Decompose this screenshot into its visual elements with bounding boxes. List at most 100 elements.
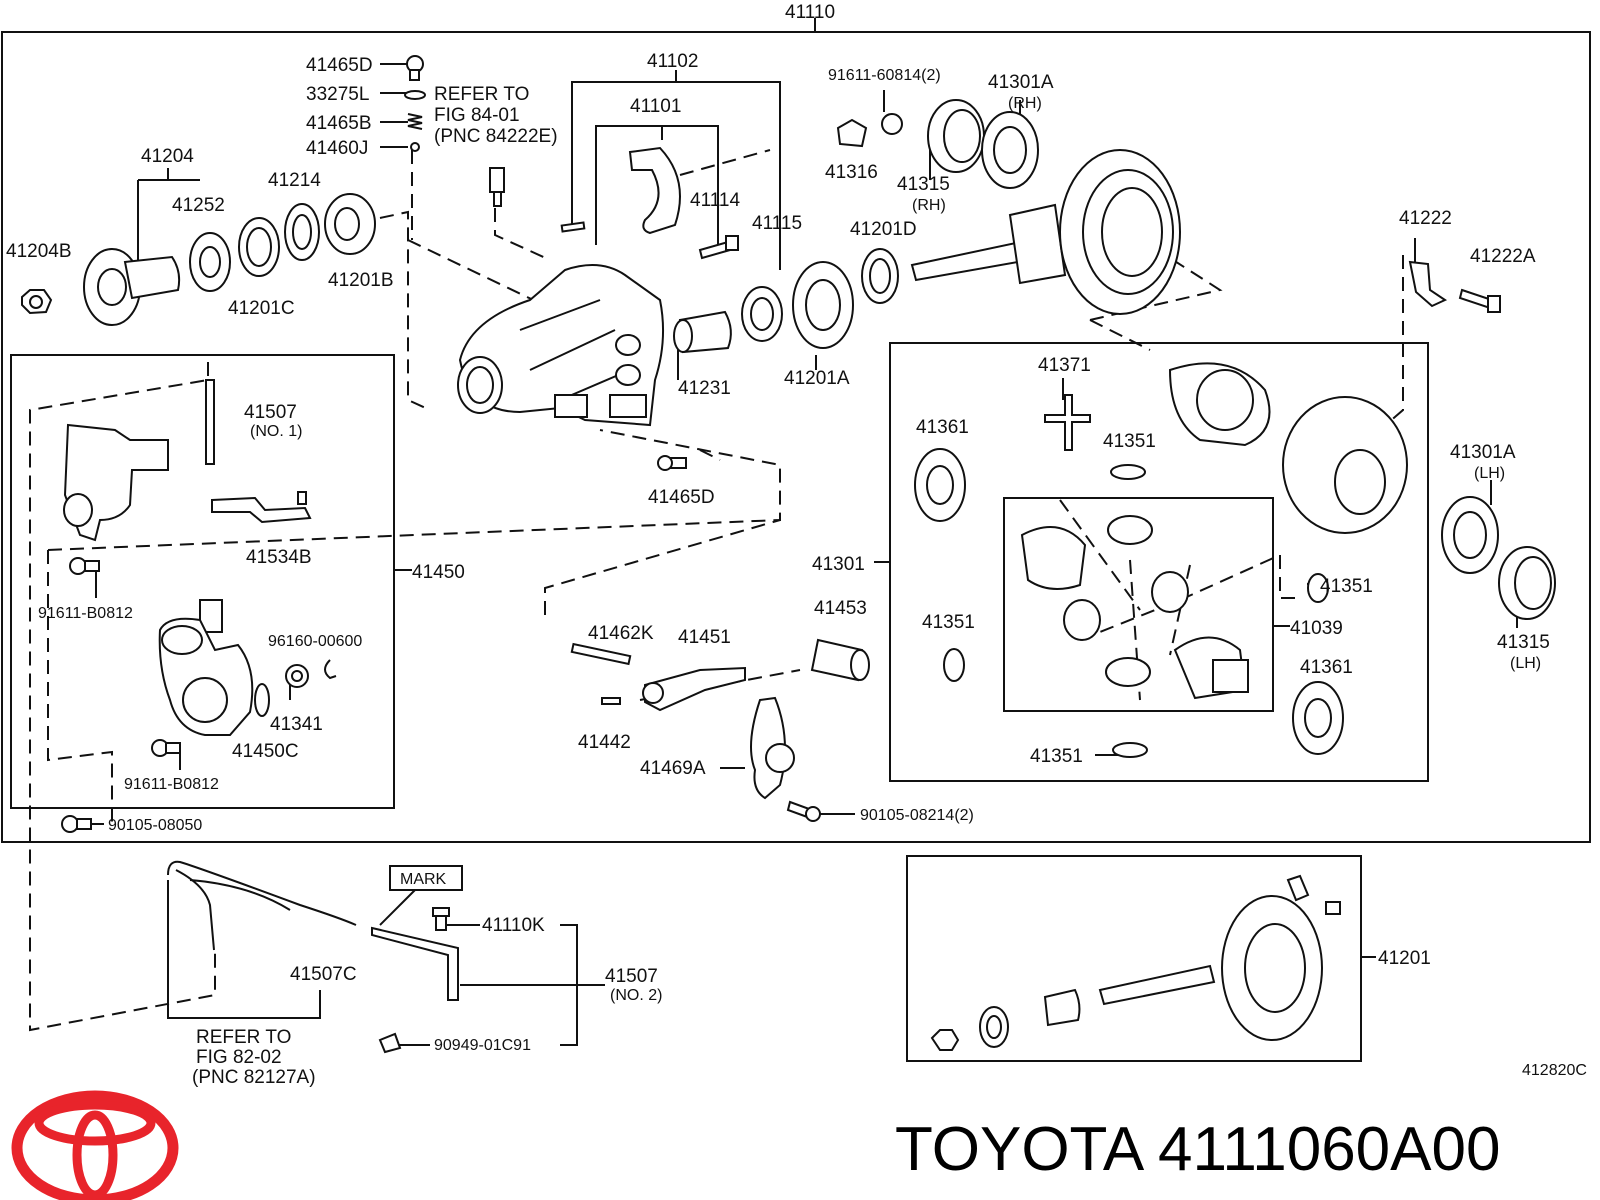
label-41102: 41102 <box>647 51 698 72</box>
label-41301A-lh: 41301A <box>1450 442 1516 463</box>
part-41451-fork <box>642 666 746 712</box>
label-41451: 41451 <box>678 627 731 648</box>
label-41315-lh: 41315 <box>1497 632 1550 653</box>
label-rh-a: (RH) <box>1008 95 1042 112</box>
part-41315-lh-cage <box>1498 546 1556 620</box>
label-41115: 41115 <box>752 213 802 234</box>
label-ref82-line1: REFER TO <box>196 1027 291 1048</box>
label-mark: MARK <box>400 871 447 888</box>
part-91611-60814-bolt <box>836 113 903 148</box>
part-96160-00600-clip <box>324 659 337 680</box>
part-41201B-bearing <box>324 193 376 255</box>
part-diff-case-half <box>1168 362 1271 447</box>
label-ref84-line2: FIG 84-01 <box>434 105 520 126</box>
part-41301A-rh-bearing <box>981 111 1039 189</box>
label-41462K: 41462K <box>588 623 654 644</box>
part-41442-pin <box>601 697 621 705</box>
label-41361-left: 41361 <box>916 417 969 438</box>
sub-assembly-frame-41039 <box>1003 497 1274 712</box>
part-41201C-ring <box>238 217 280 277</box>
label-41361-right: 41361 <box>1300 657 1353 678</box>
label-91611-B0812-b: 91611-B0812 <box>124 776 219 793</box>
label-91611-60814: 91611-60814(2) <box>828 67 941 84</box>
part-41252-seal <box>189 232 231 292</box>
part-33275L-gasket <box>404 90 426 100</box>
label-41204: 41204 <box>141 146 194 167</box>
part-41361-right-washer <box>1292 681 1344 755</box>
brand-caption: TOYOTA 4111060A00 <box>895 1115 1500 1184</box>
label-41214: 41214 <box>268 170 321 191</box>
label-ref84-line1: REFER TO <box>434 84 529 105</box>
label-lh-a: (LH) <box>1474 465 1505 482</box>
part-41351-washer-a <box>1110 464 1146 480</box>
label-33275L: 33275L <box>306 84 369 105</box>
part-41301A-lh-bearing <box>1441 496 1499 574</box>
label-96160-00600: 96160-00600 <box>268 633 362 650</box>
label-41465D-mid: 41465D <box>648 487 715 508</box>
part-90105-08050-bolt <box>61 815 92 833</box>
part-41361-left-washer <box>914 448 966 522</box>
part-41465D-breather <box>406 55 424 81</box>
part-91611-B0812-bolt-a <box>69 557 100 575</box>
label-90105-08214: 90105-08214(2) <box>860 807 974 824</box>
main-frame <box>1 31 1591 843</box>
label-41201: 41201 <box>1378 948 1431 969</box>
label-90105-08050: 90105-08050 <box>108 817 202 834</box>
label-41222: 41222 <box>1399 208 1452 229</box>
toyota-logo <box>11 1090 179 1200</box>
part-41351-washer-b <box>943 648 965 682</box>
part-switch-ref-84222E <box>489 167 505 207</box>
label-41371: 41371 <box>1038 355 1091 376</box>
part-ring-gear-pinion <box>910 149 1181 315</box>
label-41110: 41110 <box>785 2 835 23</box>
part-41507C-harness <box>167 860 357 951</box>
label-41201D: 41201D <box>850 219 917 240</box>
label-41201A: 41201A <box>784 368 850 389</box>
part-41315-rh-cage <box>927 99 985 173</box>
label-ref82-line2: FIG 82-02 <box>196 1047 282 1068</box>
label-41222A: 41222A <box>1470 246 1536 267</box>
label-41231: 41231 <box>678 378 731 399</box>
label-41301: 41301 <box>812 554 865 575</box>
part-41201-assembly <box>930 874 1341 1051</box>
part-41039-gear-kit <box>1020 515 1249 700</box>
label-41351-d: 41351 <box>1030 746 1083 767</box>
part-41371-cross-shaft <box>1044 394 1091 451</box>
label-41442: 41442 <box>578 732 631 753</box>
part-41201D-ring <box>861 248 899 304</box>
part-oring <box>254 683 270 717</box>
label-41507-no1: 41507 <box>244 402 297 423</box>
sub-assembly-frame-41201 <box>906 855 1362 1062</box>
label-41507-no2: 41507 <box>605 966 658 987</box>
label-41201C: 41201C <box>228 298 295 319</box>
part-actuator-motor <box>158 599 254 736</box>
part-41460J-ball <box>410 142 420 152</box>
part-diff-case-flange <box>1282 396 1408 534</box>
label-ref82-line3: (PNC 82127A) <box>192 1067 316 1088</box>
part-41507-no1-rod <box>205 379 215 465</box>
label-41301A-rh: 41301A <box>988 72 1054 93</box>
part-41222A-bolt <box>1458 288 1501 313</box>
part-90949-01C91-clip <box>378 1032 402 1054</box>
label-41450C: 41450C <box>232 741 299 762</box>
label-41465D-top: 41465D <box>306 55 373 76</box>
figure-code: 412820C <box>1522 1062 1587 1079</box>
sub-assembly-frame-41450 <box>10 354 395 809</box>
label-41507C: 41507C <box>290 964 357 985</box>
label-41201B: 41201B <box>328 270 394 291</box>
label-41351-a: 41351 <box>1103 431 1156 452</box>
part-41101-shift-fork <box>628 146 681 235</box>
label-41534B: 41534B <box>246 547 312 568</box>
label-41450: 41450 <box>412 562 465 583</box>
label-41351-b: 41351 <box>922 612 975 633</box>
part-90105-08214-bolt <box>786 800 821 822</box>
label-41114: 41114 <box>690 190 740 211</box>
part-41450-cover <box>63 423 169 542</box>
label-41341: 41341 <box>270 714 323 735</box>
part-41204-flange <box>83 248 181 326</box>
part-41465D-bolt <box>657 455 687 471</box>
label-lh-b: (LH) <box>1510 655 1541 672</box>
part-41534B-bracket <box>211 491 312 524</box>
label-41351-c: 41351 <box>1320 576 1373 597</box>
label-41315-rh: 41315 <box>897 174 950 195</box>
